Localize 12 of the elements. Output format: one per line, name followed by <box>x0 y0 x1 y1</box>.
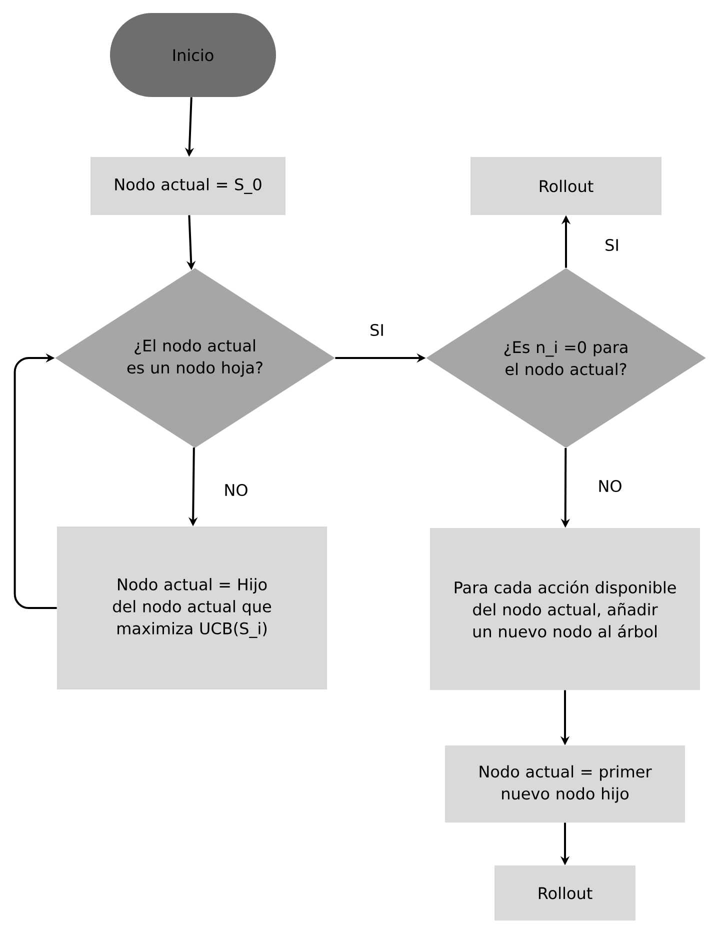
edge-label: SI <box>368 322 386 338</box>
process-box: Rollout <box>470 157 662 215</box>
process-box: Nodo actual = primer nuevo nodo hijo <box>445 746 685 822</box>
edge-label: NO <box>222 482 250 498</box>
edge-label: NO <box>596 478 624 494</box>
edge-label: SI <box>604 238 620 252</box>
process-box: Nodo actual = Hijo del nodo actual que maximiza UCB(S_i) <box>57 526 327 690</box>
process-box: Rollout <box>494 866 636 920</box>
start-terminal: Inicio <box>110 13 276 97</box>
process-box: Para cada acción disponible del nodo actual, añadir un nuevo nodo al árbol <box>430 528 700 690</box>
arrow <box>14 353 57 609</box>
process-box: Nodo actual = S_0 <box>90 157 286 215</box>
